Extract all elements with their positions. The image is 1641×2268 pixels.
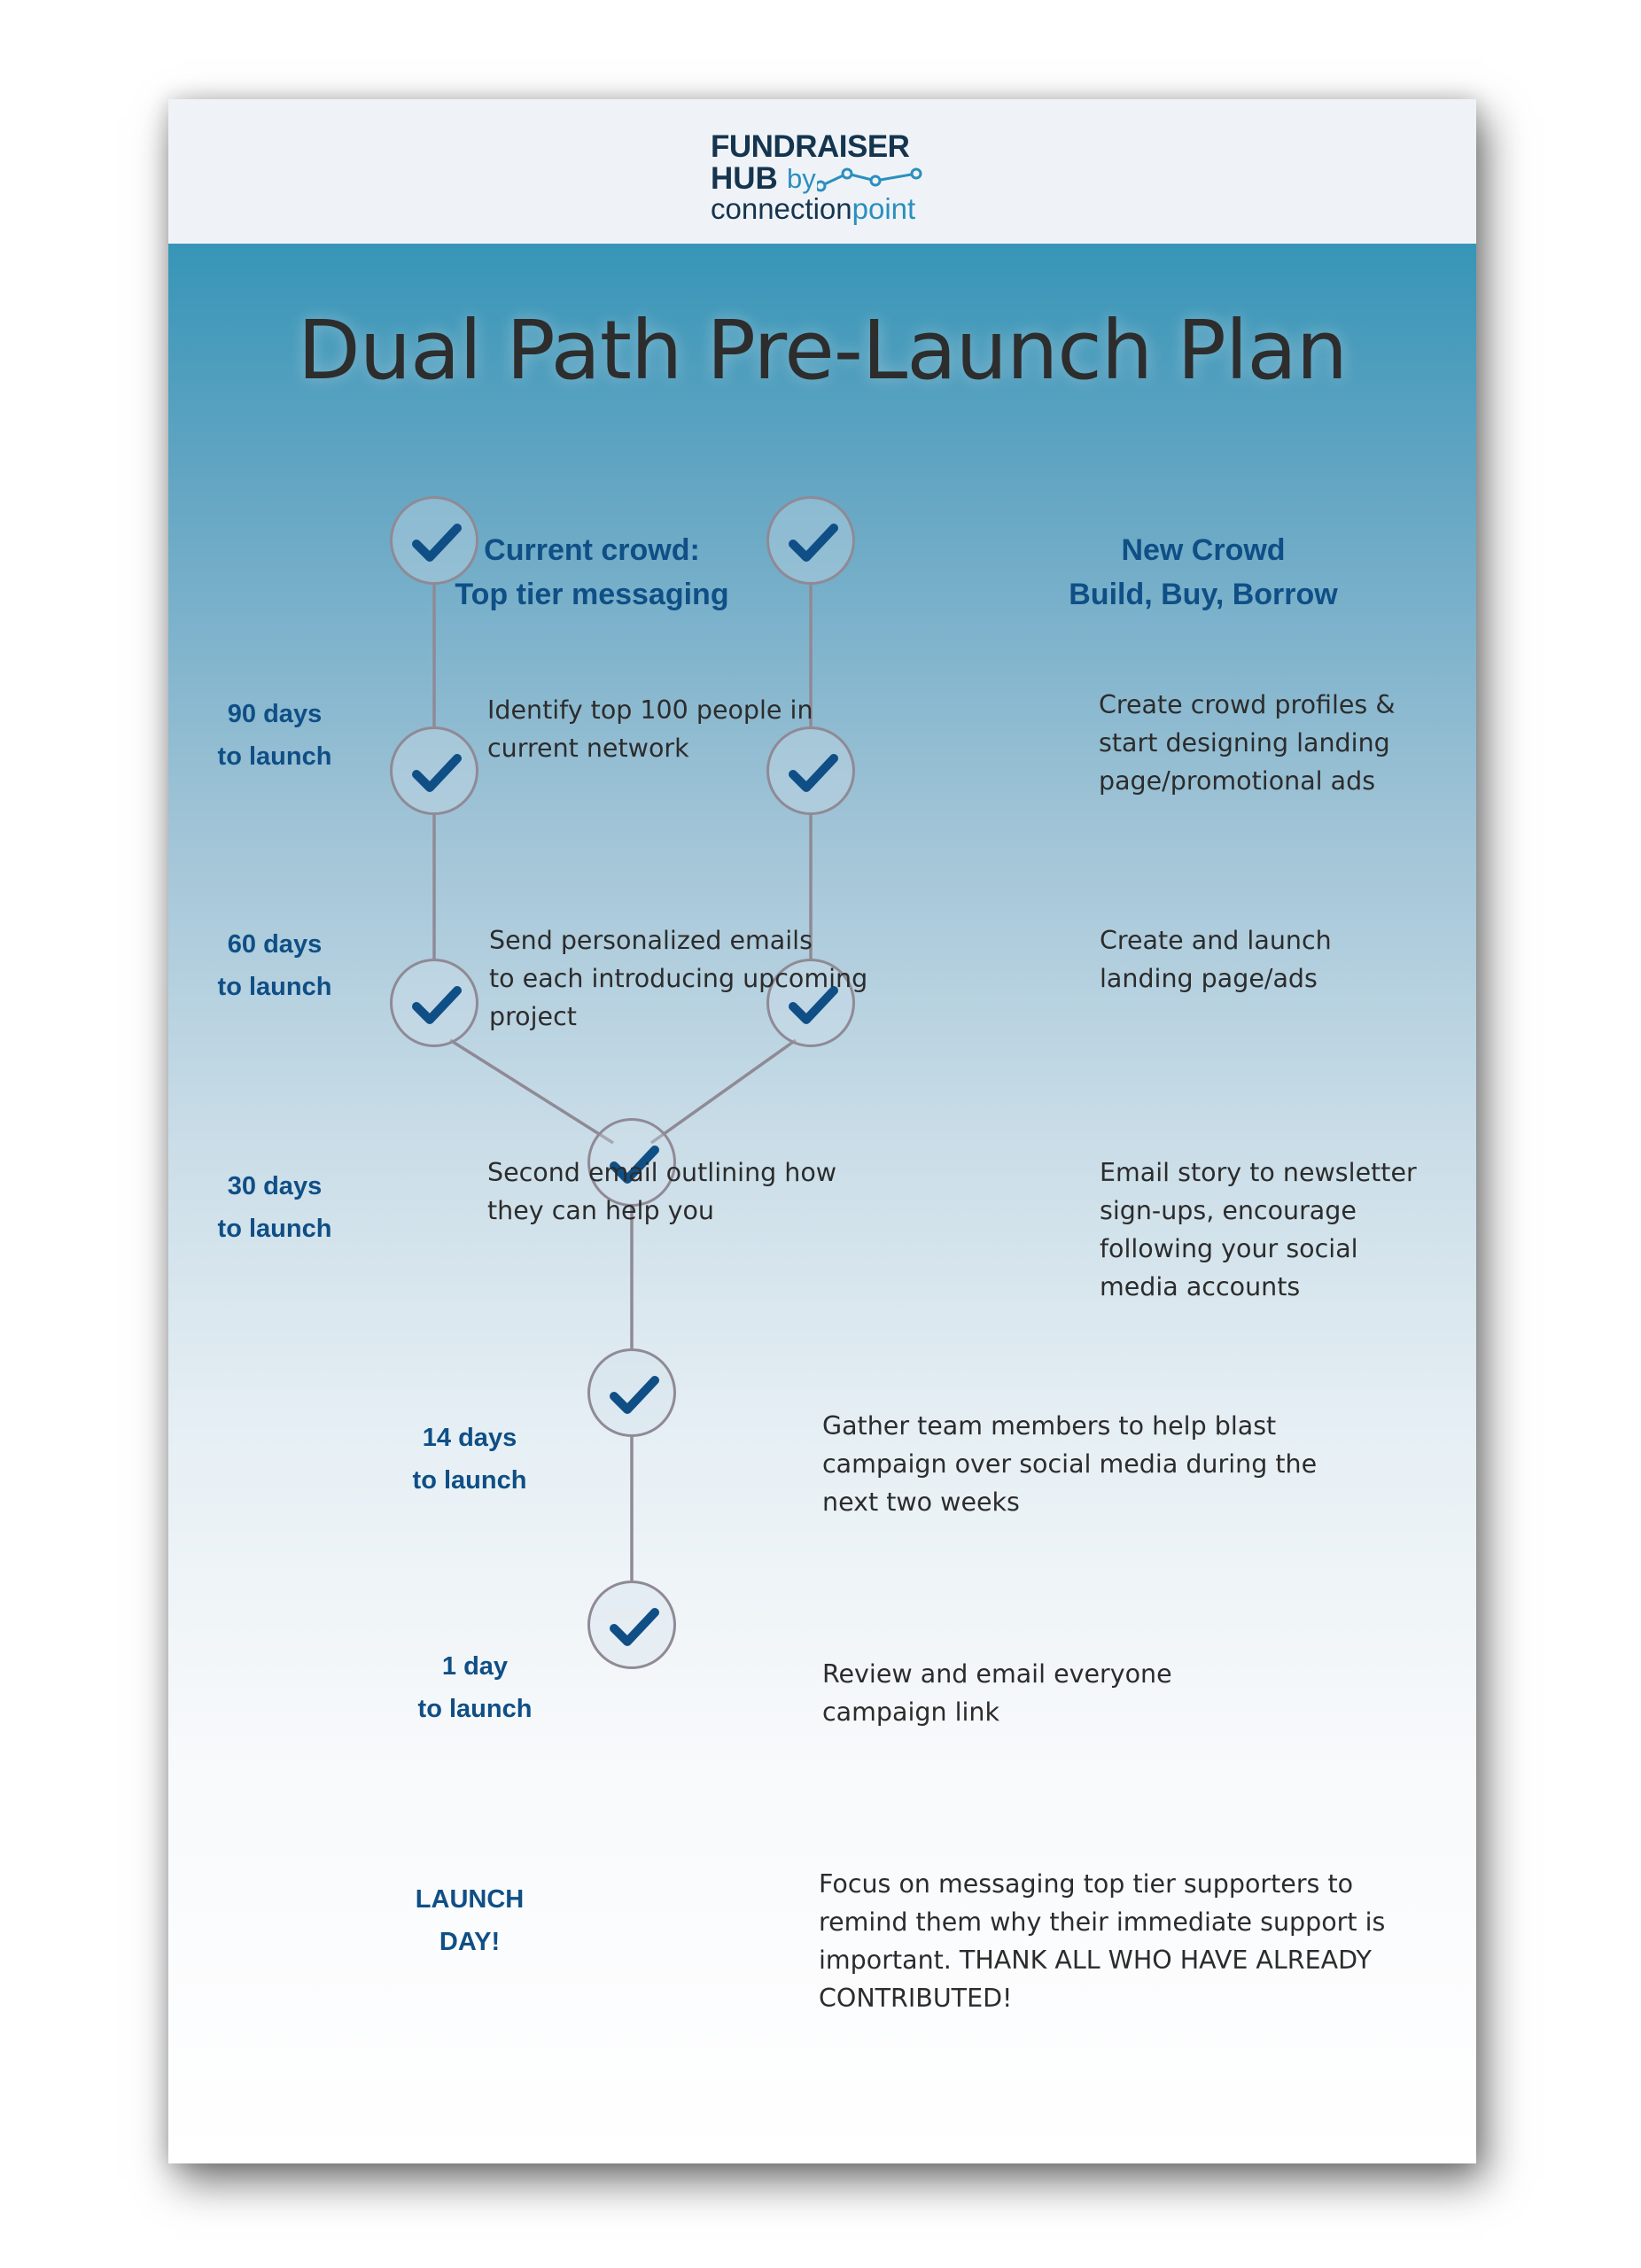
milestone-label-1-day: 1 day to launch	[395, 1645, 555, 1730]
step-text-line: campaign link	[822, 1697, 999, 1727]
step-text-line: campaign over social media during the	[822, 1449, 1318, 1479]
step-text-line: next two weeks	[822, 1487, 1020, 1517]
step-text-line: CONTRIBUTED!	[819, 1984, 1013, 2013]
checkmark-circle-icon	[390, 959, 478, 1047]
step-text-line: current network	[487, 734, 689, 763]
step-text-line: media accounts	[1100, 1272, 1301, 1301]
page-title: Dual Path Pre-Launch Plan	[297, 303, 1348, 398]
column-heading-current-crowd: Current crowd: Top tier messaging	[362, 528, 822, 617]
step-text-left-2: Send personalized emails to each introdu…	[489, 921, 867, 1036]
step-text-line: they can help you	[487, 1196, 714, 1225]
milestone-label-line: to launch	[217, 742, 332, 771]
milestone-label-launch-day: LAUNCH DAY!	[390, 1878, 549, 1963]
checkmark-circle-icon	[766, 496, 855, 585]
header-band: FUNDRAISER HUB by connectionpoint	[168, 99, 1476, 244]
step-text-line: landing page/ads	[1100, 964, 1318, 993]
step-text-merged-3: Focus on messaging top tier supporters t…	[819, 1865, 1385, 2017]
step-text-line: Send personalized emails	[489, 926, 813, 955]
step-text-line: Create crowd profiles &	[1099, 690, 1396, 719]
network-dots-icon	[817, 167, 922, 192]
milestone-label-line: 30 days	[227, 1172, 323, 1200]
infographic-page: FUNDRAISER HUB by connectionpoint Dual P…	[168, 99, 1476, 2163]
step-text-line: start designing landing	[1099, 728, 1390, 757]
column-heading-new-crowd: New Crowd Build, Buy, Borrow	[973, 528, 1434, 617]
step-text-line: sign-ups, encourage	[1100, 1196, 1357, 1225]
milestone-label-30-days: 30 days to launch	[195, 1165, 354, 1250]
milestone-label-line: DAY!	[439, 1928, 501, 1956]
step-text-line: important. THANK ALL WHO HAVE ALREADY	[819, 1946, 1372, 1975]
step-text-left-1: Identify top 100 people in current netwo…	[487, 691, 813, 767]
milestone-label-line: 1 day	[441, 1652, 509, 1681]
step-text-left-3: Second email outlining how they can help…	[487, 1153, 836, 1230]
column-heading-line: Build, Buy, Borrow	[1069, 578, 1338, 611]
column-heading-line: Top tier messaging	[455, 578, 729, 611]
step-text-line: Create and launch	[1100, 926, 1332, 955]
milestone-label-line: 90 days	[227, 700, 323, 728]
step-text-line: to each introducing upcoming	[489, 964, 868, 993]
column-heading-line: New Crowd	[1121, 533, 1286, 567]
logo-text-connectionpoint: connectionpoint	[711, 193, 915, 225]
milestone-label-line: to launch	[417, 1695, 533, 1723]
checkmark-circle-icon	[587, 1581, 676, 1669]
milestone-label-line: to launch	[217, 973, 332, 1001]
logo-text-connection: connection	[711, 192, 852, 225]
fundraiser-hub-logo: FUNDRAISER HUB by connectionpoint	[711, 131, 976, 229]
step-text-right-3: Email story to newsletter sign-ups, enco…	[1100, 1153, 1417, 1306]
checkmark-circle-icon	[766, 726, 855, 815]
milestone-label-line: LAUNCH	[415, 1885, 525, 1914]
checkmark-circle-icon	[587, 1348, 676, 1437]
step-text-line: Email story to newsletter	[1100, 1158, 1417, 1187]
step-text-line: Identify top 100 people in	[487, 695, 813, 725]
milestone-label-90-days: 90 days to launch	[195, 693, 354, 778]
step-text-merged-2: Review and email everyone campaign link	[822, 1655, 1172, 1731]
timeline-connectors	[432, 585, 813, 1581]
step-text-line: remind them why their immediate support …	[819, 1907, 1386, 1937]
step-text-line: page/promotional ads	[1099, 766, 1376, 796]
logo-text-hub: HUB	[711, 161, 778, 196]
logo-text-point: point	[852, 192, 916, 225]
step-text-line: Second email outlining how	[487, 1158, 837, 1187]
step-text-line: following your social	[1100, 1234, 1358, 1263]
checkmark-circle-icon	[390, 726, 478, 815]
milestone-label-line: to launch	[412, 1466, 527, 1495]
checkmark-circle-icon	[587, 1118, 676, 1207]
step-text-right-1: Create crowd profiles & start designing …	[1099, 686, 1396, 800]
step-text-line: Focus on messaging top tier supporters t…	[819, 1869, 1354, 1899]
step-text-line: project	[489, 1002, 577, 1031]
checkmark-circle-icon	[766, 959, 855, 1047]
milestone-label-60-days: 60 days to launch	[195, 923, 354, 1008]
milestone-label-line: 60 days	[227, 930, 323, 959]
logo-text-by: by	[787, 163, 816, 194]
column-heading-line: Current crowd:	[484, 533, 700, 567]
milestone-label-14-days: 14 days to launch	[390, 1417, 549, 1502]
checkmark-circle-icon	[390, 496, 478, 585]
step-text-merged-1: Gather team members to help blast campai…	[822, 1407, 1317, 1521]
milestone-label-line: 14 days	[422, 1424, 517, 1452]
milestone-label-line: to launch	[217, 1215, 332, 1243]
logo-text-fundraiser: FUNDRAISER	[711, 129, 910, 164]
step-text-line: Review and email everyone	[822, 1659, 1172, 1689]
step-text-line: Gather team members to help blast	[822, 1411, 1277, 1441]
step-text-right-2: Create and launch landing page/ads	[1100, 921, 1332, 998]
